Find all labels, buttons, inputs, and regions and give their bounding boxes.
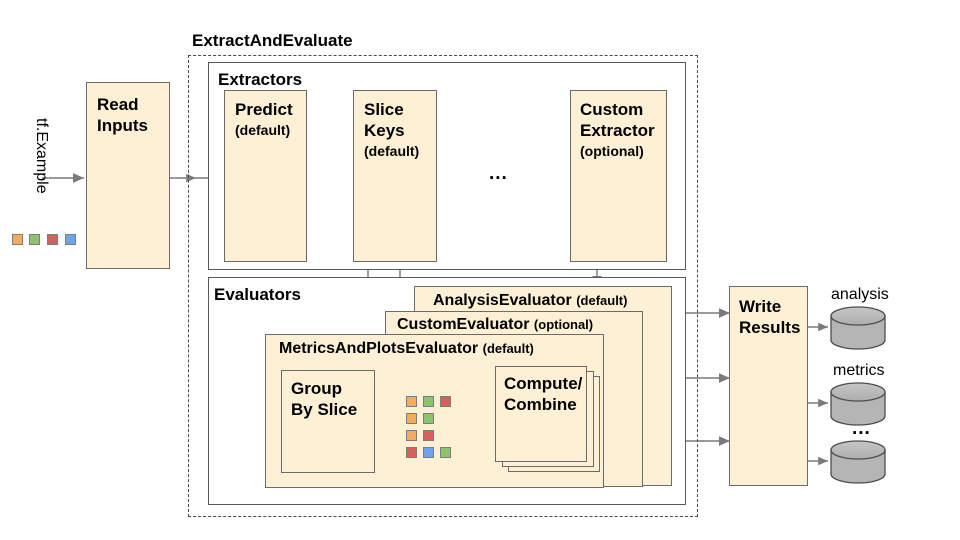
slice-swatch-grid <box>406 396 466 464</box>
extractors-title: Extractors <box>218 70 303 89</box>
extract-and-evaluate-title: ExtractAndEvaluate <box>192 31 353 50</box>
read-inputs-line2: Inputs <box>97 116 148 135</box>
write-results-line1: Write <box>739 297 782 316</box>
swatch-orange <box>12 234 23 245</box>
extractor-slice-keys-box[interactable]: Slice Keys (default) <box>353 90 437 262</box>
analysis-evaluator-name: AnalysisEvaluator <box>433 292 572 309</box>
read-inputs-box[interactable]: Read Inputs <box>86 82 170 269</box>
slice-keys-qualifier: (default) <box>364 143 420 159</box>
analysis-evaluator-label: AnalysisEvaluator (default) <box>433 292 627 310</box>
swatch-red <box>47 234 58 245</box>
swatch-blue <box>65 234 76 245</box>
custom-evaluator-label: CustomEvaluator (optional) <box>397 316 593 334</box>
compute-combine-line2: Combine <box>504 395 577 414</box>
extractor-predict-box[interactable]: Predict (default) <box>224 90 307 262</box>
metrics-cylinder <box>830 382 886 426</box>
evaluators-title: Evaluators <box>214 285 301 304</box>
group-by-slice-line1: Group <box>291 379 342 398</box>
slice-swatch <box>423 430 434 441</box>
analysis-evaluator-qualifier: (default) <box>576 293 628 308</box>
more-cylinder <box>830 440 886 484</box>
custom-extractor-qualifier: (optional) <box>580 143 644 159</box>
slice-swatch <box>406 447 417 458</box>
extractors-ellipsis: ... <box>489 163 508 184</box>
swatch-green <box>29 234 40 245</box>
write-results-box[interactable]: Write Results <box>729 286 808 486</box>
slice-swatch <box>423 447 434 458</box>
compute-combine-line1: Compute/ <box>504 374 583 393</box>
slice-swatch <box>406 430 417 441</box>
extractor-custom-box[interactable]: Custom Extractor (optional) <box>570 90 667 262</box>
write-results-line2: Results <box>739 318 801 337</box>
extract-and-evaluate-group <box>188 55 698 517</box>
metrics-evaluator-label: MetricsAndPlotsEvaluator (default) <box>279 340 534 358</box>
slice-swatch <box>406 413 417 424</box>
metrics-evaluator-name: MetricsAndPlotsEvaluator <box>279 340 479 357</box>
metrics-evaluator-qualifier: (default) <box>482 341 534 356</box>
slice-keys-line1: Slice <box>364 100 404 119</box>
slice-swatch <box>423 396 434 407</box>
metrics-store-label: metrics <box>833 362 885 379</box>
group-by-slice-box[interactable]: Group By Slice <box>281 370 375 473</box>
custom-evaluator-qualifier: (optional) <box>533 317 594 332</box>
group-by-slice-line2: By Slice <box>291 400 358 419</box>
analysis-store-label: analysis <box>831 286 889 303</box>
slice-swatch <box>423 413 434 424</box>
analysis-cylinder <box>830 306 886 350</box>
custom-extractor-line1: Custom <box>580 100 644 119</box>
predict-qualifier: (default) <box>235 122 291 138</box>
predict-title: Predict <box>235 100 293 119</box>
custom-evaluator-name: CustomEvaluator <box>397 316 530 333</box>
custom-extractor-line2: Extractor <box>580 121 655 140</box>
read-inputs-line1: Read <box>97 95 139 114</box>
input-label: tf.Example <box>33 118 50 194</box>
slice-keys-line2: Keys <box>364 121 405 140</box>
compute-combine-box[interactable]: Compute/ Combine <box>495 366 587 462</box>
input-label-wrap: tf.Example <box>30 118 50 238</box>
slice-swatch <box>440 396 451 407</box>
more-stores-label: ... <box>852 418 871 439</box>
slice-swatch <box>406 396 417 407</box>
slice-swatch <box>440 447 451 458</box>
